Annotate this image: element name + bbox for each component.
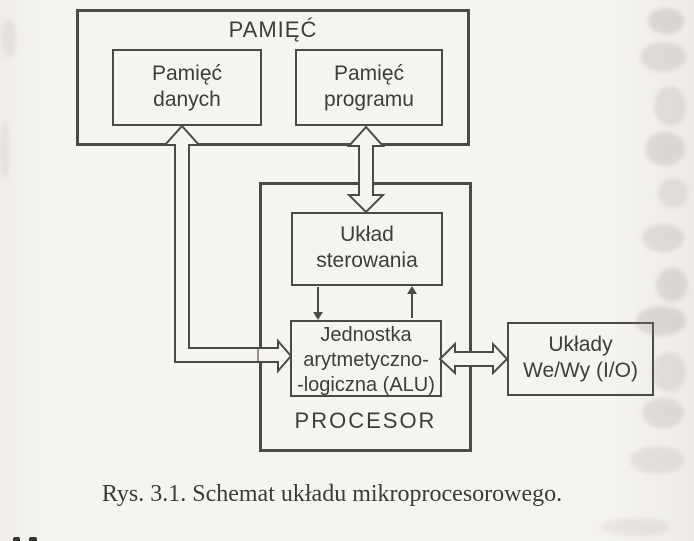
- cut-text-artifact: [13, 537, 20, 541]
- memory-block: [76, 9, 470, 146]
- program-memory-control-bus-arrow: [346, 125, 386, 214]
- alu-label-line3: -logiczna (ALU): [297, 374, 435, 396]
- figure-caption: Rys. 3.1. Schemat układu mikroprocesorow…: [101, 481, 563, 507]
- io-label-line1: Układy: [548, 333, 613, 356]
- data-memory-alu-bus-arrow: [162, 124, 293, 374]
- program-memory-label-line1: Pamięć: [333, 62, 405, 85]
- control-unit-block: Układ sterowania: [291, 212, 443, 286]
- processor-block-title: PROCESOR: [294, 408, 437, 433]
- alu-label-line1: Jednostka: [320, 324, 412, 346]
- control-unit-label-line1: Układ: [340, 223, 394, 246]
- alu-to-control-arrow-head: [407, 286, 417, 294]
- alu-block: Jednostka arytmetyczno- -logiczna (ALU): [290, 320, 442, 397]
- cut-text-artifact: [29, 537, 37, 541]
- data-memory-block: Pamięć danych: [112, 49, 262, 126]
- data-memory-label-line1: Pamięć: [151, 62, 223, 85]
- alu-label-line2: arytmetyczno-: [303, 349, 429, 371]
- io-label-line2: We/Wy (I/O): [523, 359, 638, 382]
- data-memory-label-line2: danych: [153, 88, 221, 111]
- control-unit-label-line2: sterowania: [316, 249, 418, 272]
- alu-io-bus-arrow: [438, 341, 509, 376]
- program-memory-block: Pamięć programu: [295, 49, 443, 126]
- control-to-alu-arrow-head: [313, 312, 323, 320]
- program-memory-label-line2: programu: [324, 88, 414, 111]
- memory-block-title: PAMIĘĆ: [228, 17, 318, 42]
